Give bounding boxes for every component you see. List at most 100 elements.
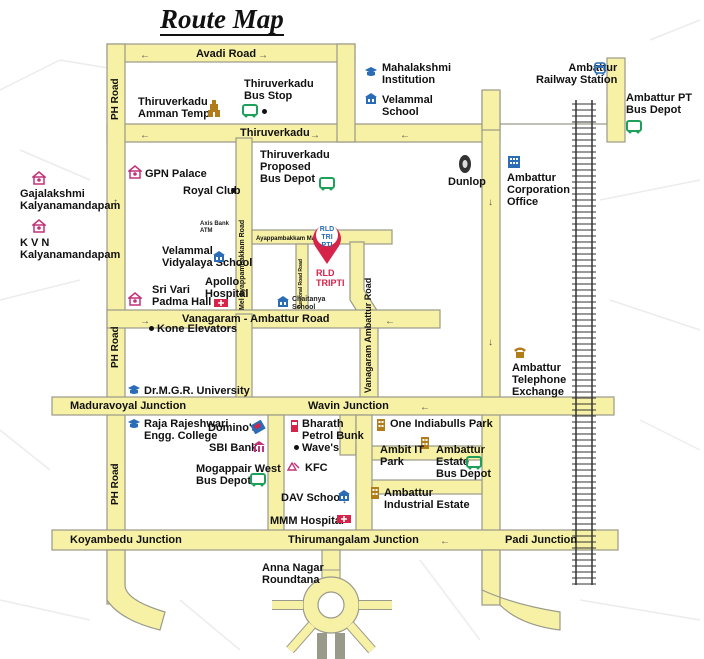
ambattur-industrial-label: Ambattur Industrial Estate — [384, 487, 470, 511]
kalyanamandapam-icon — [32, 219, 46, 233]
tyre-icon — [459, 155, 471, 173]
one-indiabulls-label: One Indiabulls Park — [390, 418, 493, 430]
railway-link — [606, 57, 626, 143]
project-logo: RLD TRI PTI — [319, 226, 335, 249]
building-icon — [377, 419, 385, 431]
project-name-label: RLD TRIPTI — [316, 268, 345, 288]
svg-text:↓: ↓ — [488, 337, 493, 348]
mmm-label: MMM Hospital — [270, 515, 344, 527]
train-icon — [594, 62, 606, 76]
road-label-thirumangalam: Thirumangalam Junction — [288, 534, 419, 546]
road-label-ph-mid: PH Road — [110, 326, 121, 368]
school-building-icon — [365, 93, 377, 104]
bus-icon — [242, 104, 258, 118]
svg-text:→: → — [258, 50, 268, 61]
mogappair-label: Mogappair West Bus Depot — [196, 463, 281, 487]
svg-text:↑: ↑ — [113, 462, 118, 473]
dunlop-label: Dunlop — [448, 176, 486, 188]
road-network — [51, 43, 626, 631]
kalyanamandapam-icon — [32, 171, 46, 185]
avadi-connector — [336, 43, 356, 143]
dominos-label: Domino's — [208, 422, 258, 434]
apollo-label: Apollo Hospital — [205, 276, 249, 300]
telephone-icon — [514, 347, 526, 358]
road-label-wavin: Wavin Junction — [308, 400, 389, 412]
road-label-koyambedu: Koyambedu Junction — [70, 534, 182, 546]
temple-icon — [208, 100, 220, 117]
pizza-icon — [250, 420, 266, 434]
road-label-maduravoyal: Maduravoyal Junction — [70, 400, 187, 412]
office-building-icon — [508, 156, 520, 168]
dav-label: DAV School — [281, 492, 344, 504]
bharath-label: Bharath Petrol Bunk — [302, 418, 364, 442]
thiruverkadu-bus-stop-label: Thiruverkadu Bus Stop — [244, 78, 314, 102]
road-label-vanagaram-ambattur: Vanagaram - Ambattur Road — [182, 313, 330, 325]
map-title: Route Map — [160, 4, 284, 36]
hospital-icon — [337, 515, 351, 523]
chaitanya-label: Chaitanya School — [292, 296, 326, 311]
sbi-label: SBI Bank — [209, 442, 258, 454]
svg-text:←: ← — [140, 130, 150, 141]
waves-label: Wave's — [302, 442, 340, 454]
svg-text:←: ← — [440, 536, 450, 547]
project-location-pin-icon — [313, 224, 341, 264]
bank-icon — [253, 441, 265, 452]
mahalakshmi-label: Mahalakshmi Institution — [382, 62, 452, 86]
axis-bank-label: Axis Bank ATM — [200, 221, 230, 234]
raja-rajeshwari-label: Raja Rajeshwari Engg. College — [144, 418, 229, 442]
bus-depot-icon — [626, 120, 642, 134]
velammal-school-label: Velammal School — [382, 94, 433, 118]
direction-arrows: ←→ ←→ ← ↑↑ ↓↓ →← →← →← ↓ — [113, 50, 493, 547]
svg-text:→: → — [140, 536, 150, 547]
svg-text:↓: ↓ — [488, 197, 493, 208]
graduation-cap-icon — [128, 419, 140, 428]
gpn-palace-label: GPN Palace — [145, 168, 207, 180]
road-label-thiruverkadu: Thiruverkadu — [240, 127, 310, 139]
ambattur-railway-label: Ambattur Railway Station — [536, 62, 618, 86]
road-label-vanagaram-ambattur-vertical: Vanagaram Ambattur Road — [363, 277, 373, 393]
road-label-ph-top: PH Road — [110, 78, 121, 120]
building-icon — [421, 437, 429, 449]
kone-marker — [149, 326, 154, 331]
school-building-icon — [338, 490, 350, 501]
svg-text:←: ← — [420, 402, 430, 413]
svg-text:→: → — [140, 316, 150, 327]
vanagaram-ambattur-road — [106, 309, 441, 329]
hall-icon — [128, 292, 142, 306]
wavin-junction-road — [51, 396, 615, 416]
road-label-ph-bottom: PH Road — [110, 463, 121, 505]
graduation-cap-icon — [365, 67, 377, 76]
kfc-icon — [286, 461, 300, 471]
thiruverkadu-proposed-label: Thiruverkadu Proposed Bus Depot — [260, 149, 330, 185]
velammal-vidyalaya-label: Velammal Vidyalaya School — [162, 245, 253, 269]
school-building-icon — [277, 296, 289, 307]
background-streets — [0, 19, 701, 651]
building-icon — [371, 487, 379, 499]
svg-text:→: → — [310, 130, 320, 141]
school-building-icon — [213, 251, 225, 262]
ambattur-corporation-label: Ambattur Corporation Office — [507, 172, 570, 208]
graduation-cap-icon — [128, 385, 140, 394]
railway-track — [572, 100, 596, 585]
gajalakshmi-label: Gajalakshmi Kalyanamandapam — [20, 188, 121, 212]
waves-marker — [294, 445, 299, 450]
mgr-university-label: Dr.M.G.R. University — [144, 385, 250, 397]
hospital-icon — [214, 299, 228, 307]
svg-text:←: ← — [385, 316, 395, 327]
bus-depot-icon — [466, 456, 482, 470]
proposed-bus-depot-icon — [319, 177, 335, 191]
anna-nagar-roundtana — [272, 569, 392, 659]
road-label-avadi: Avadi Road — [196, 48, 257, 60]
road-label-ayappambakkam-main: Ayappambakkam Main Road — [256, 236, 338, 242]
svg-text:→: → — [140, 402, 150, 413]
anna-nagar-label: Anna Nagar Roundtana — [262, 562, 324, 586]
east-vertical-road — [481, 91, 501, 606]
sri-vari-label: Sri Vari Padma Hall — [152, 284, 212, 308]
hall-icon — [128, 165, 142, 179]
svg-text:←: ← — [140, 50, 150, 61]
fuel-pump-icon — [291, 420, 298, 432]
kfc-label: KFC — [305, 462, 328, 474]
bus-depot-icon — [250, 473, 266, 487]
ambit-label: Ambit IT Park — [380, 444, 424, 468]
